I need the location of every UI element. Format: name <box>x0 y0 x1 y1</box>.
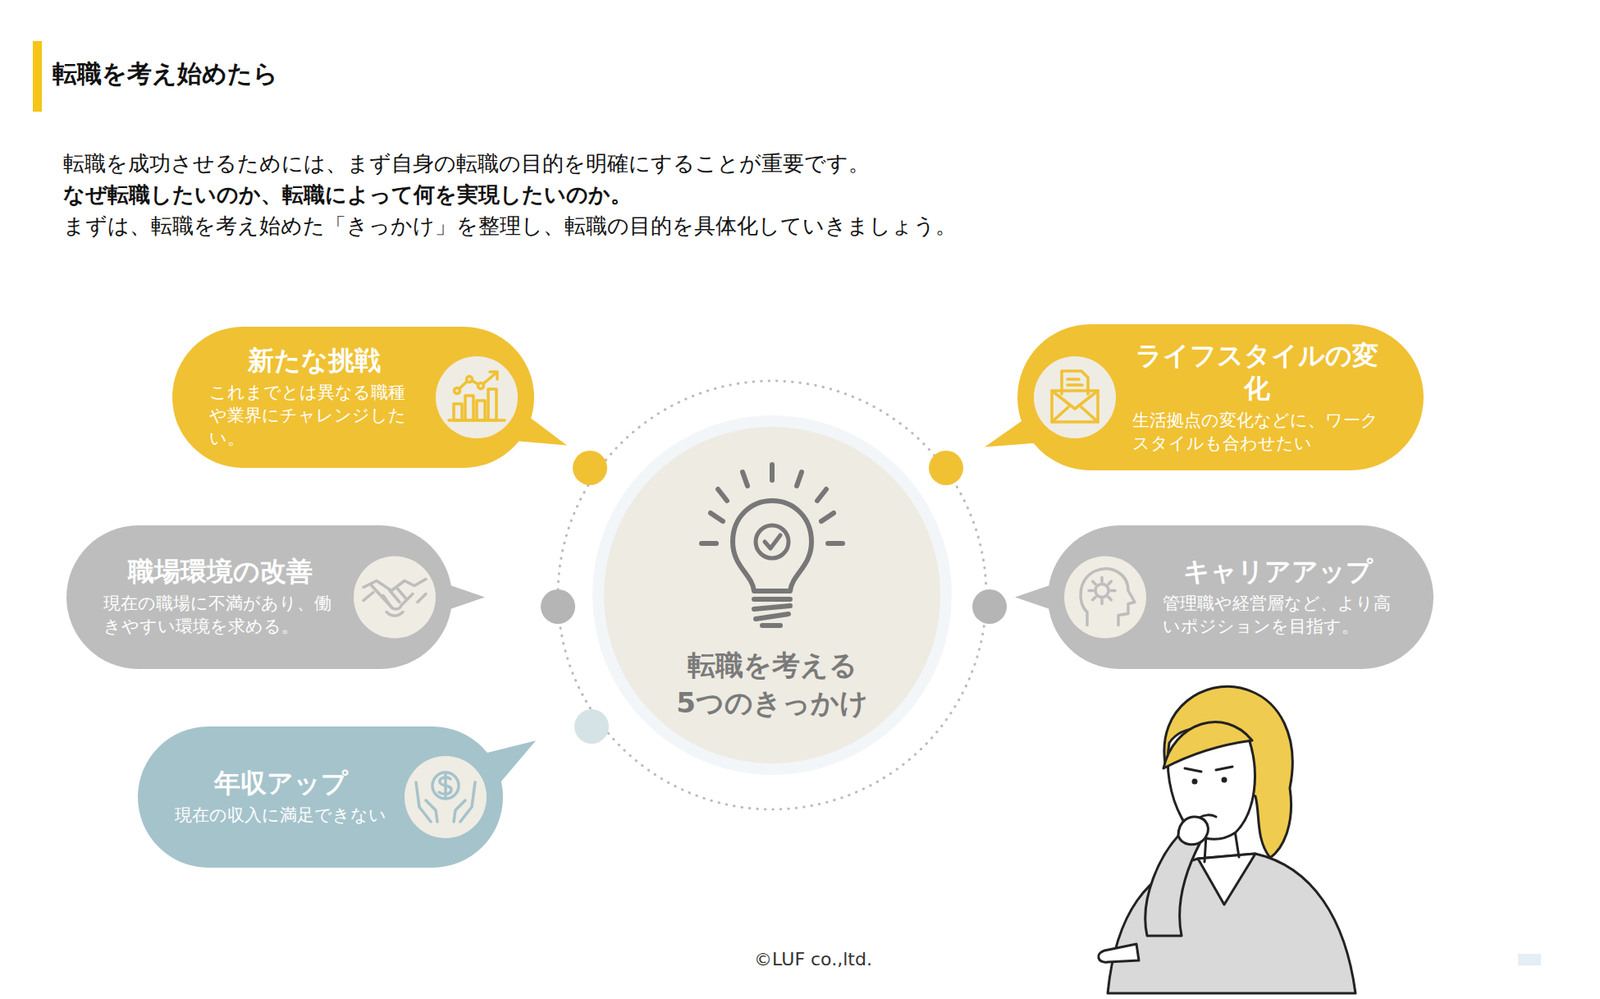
node-content: 職場環境の改善現在の職場に不満があり、働きやすい環境を求める。 <box>103 525 338 669</box>
speech-bubble: 職場環境の改善現在の職場に不満があり、働きやすい環境を求める。 <box>66 525 485 669</box>
circle-fill <box>603 426 941 764</box>
ring-dot <box>540 589 576 624</box>
bubble-body-shape <box>137 726 503 868</box>
lightbulb-icon <box>701 464 843 626</box>
center-circle: 転職を考える 5つのきっかけ <box>603 426 941 764</box>
ring-dot <box>972 589 1007 624</box>
text-group: 年収アップ現在の収入に満足できない <box>174 766 389 828</box>
intro-text: 転職を成功させるためには、まず自身の転職の目的を明確にすることが重要です。 <box>63 149 870 179</box>
bubble-icon <box>404 755 487 838</box>
node-content: 転職を考える 5つのきっかけ <box>603 646 941 723</box>
node-content: キャリアアップ管理職や経営層など、より高いポジションを目指す。 <box>1162 525 1393 669</box>
woman-illustration <box>1098 685 1356 993</box>
bubble-icon <box>435 356 518 439</box>
bubble-body-shape <box>1047 525 1434 669</box>
title-bar <box>32 41 42 112</box>
bubble-body: 現在の職場に不満があり、働きやすい環境を求める。 <box>103 592 338 638</box>
bubble-icon <box>353 555 436 638</box>
bubble-heading: 職場環境の改善 <box>103 554 338 588</box>
bubble-heading: ライフスタイルの変化 <box>1132 338 1383 405</box>
copyright: ©LUF co.,ltd. <box>754 948 873 970</box>
page-title: 転職を考え始めたら <box>52 57 279 92</box>
bubble-body: これまでとは異なる職種や業界にチャレンジしたい。 <box>209 381 420 450</box>
intro-text: なぜ転職したいのか、転職によって何を実現したいのか。 <box>63 180 632 210</box>
speech-bubble: 新たな挑戦これまでとは異なる職種や業界にチャレンジしたい。 <box>172 326 567 468</box>
bubble-body: 現在の収入に満足できない <box>174 804 389 828</box>
bubble-body-shape <box>66 525 453 669</box>
text-group: ライフスタイルの変化生活拠点の変化などに、ワークスタイルも合わせたい <box>1132 338 1383 455</box>
bubble-icon <box>1033 356 1116 439</box>
node-content: 新たな挑戦これまでとは異なる職種や業界にチャレンジしたい。 <box>209 326 420 468</box>
bubble-body: 管理職や経営層など、より高いポジションを目指す。 <box>1162 592 1393 638</box>
text-group: 新たな挑戦これまでとは異なる職種や業界にチャレンジしたい。 <box>209 343 420 450</box>
bubble-icon <box>1064 555 1147 638</box>
ring-dot <box>572 450 608 485</box>
speech-bubble: ライフスタイルの変化生活拠点の変化などに、ワークスタイルも合わせたい <box>984 324 1424 471</box>
bubble-heading: 年収アップ <box>174 766 389 800</box>
ring-dot <box>928 450 964 485</box>
bubble-heading: 新たな挑戦 <box>209 343 420 377</box>
bubble-body-shape <box>1017 324 1424 471</box>
text-group: 職場環境の改善現在の職場に不満があり、働きやすい環境を求める。 <box>103 554 338 638</box>
intro-text: まずは、転職を考え始めた「きっかけ」を整理し、転職の目的を具体化していきましょう… <box>63 211 957 241</box>
circle-glow <box>592 415 952 775</box>
node-content: 年収アップ現在の収入に満足できない <box>174 726 389 868</box>
bubble-body: 生活拠点の変化などに、ワークスタイルも合わせたい <box>1132 409 1383 455</box>
ring-dot <box>574 708 609 744</box>
corner-mark <box>1517 953 1541 965</box>
bubble-heading: キャリアアップ <box>1162 554 1393 588</box>
node-content: ライフスタイルの変化生活拠点の変化などに、ワークスタイルも合わせたい <box>1132 324 1383 471</box>
dotted-ring <box>557 380 987 810</box>
text-group: キャリアアップ管理職や経営層など、より高いポジションを目指す。 <box>1162 554 1393 638</box>
speech-bubble: 年収アップ現在の収入に満足できない <box>137 726 536 868</box>
bubble-body-shape <box>172 326 535 468</box>
speech-bubble: キャリアアップ管理職や経営層など、より高いポジションを目指す。 <box>1014 525 1434 669</box>
text-group: 転職を考える 5つのきっかけ <box>669 646 875 723</box>
center-label: 転職を考える 5つのきっかけ <box>669 646 875 723</box>
